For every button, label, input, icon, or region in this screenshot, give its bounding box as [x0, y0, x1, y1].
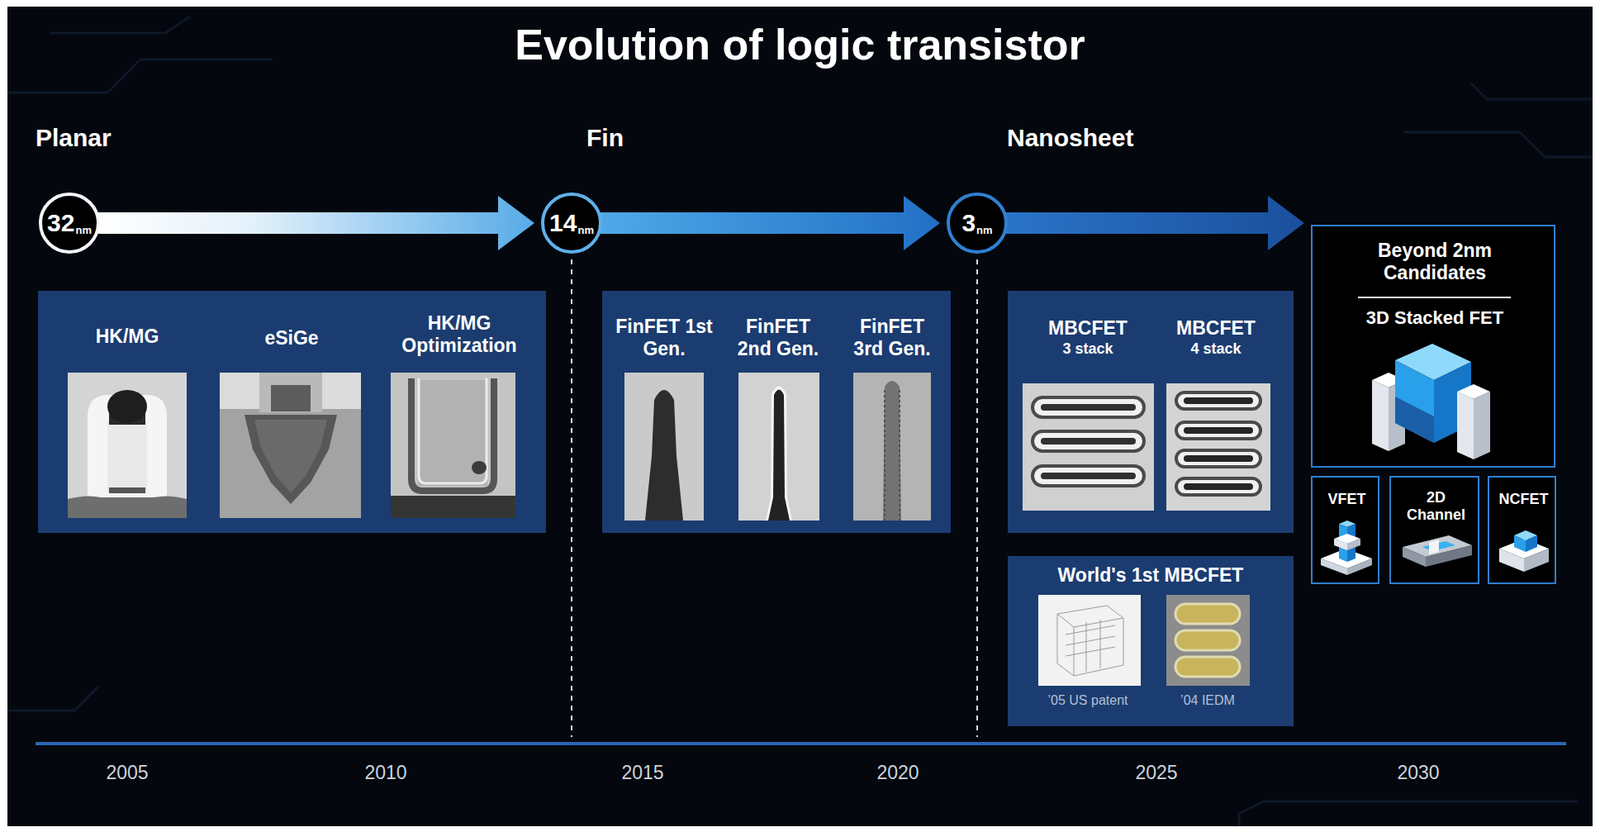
node-text: MBCFET	[1149, 317, 1282, 340]
candidate-box: NCFET	[1487, 475, 1557, 584]
era-label: Nanosheet	[1006, 123, 1134, 152]
year-label: 2030	[1368, 761, 1468, 784]
node-text: FinFET 2nd Gen.	[728, 315, 828, 361]
node-circle: 14nm	[541, 192, 603, 254]
node-unit: nm	[577, 224, 594, 236]
era-panel: HK/MG eSiGe HK/MG Optimization	[37, 290, 546, 533]
node-text: 3 stack	[1021, 340, 1154, 358]
node-text: FinFET 1st Gen.	[614, 315, 714, 361]
candidate-box: 2D Channel	[1389, 475, 1480, 584]
year-label: 2010	[336, 761, 436, 784]
node-text: HK/MG	[65, 325, 190, 348]
year-label: 2020	[848, 761, 948, 784]
timeline-arrow	[1006, 195, 1305, 251]
node-text: 4 stack	[1149, 340, 1282, 358]
node-unit: nm	[75, 224, 92, 236]
slide-title: Evolution of logic transistor	[0, 19, 1600, 70]
node-text: 3D Stacked FET	[1323, 307, 1547, 329]
era-label: Planar	[35, 123, 112, 152]
timeline-arrow	[98, 195, 535, 251]
node-text: Beyond 2nm Candidates	[1335, 239, 1534, 285]
candidate-box: VFET	[1310, 475, 1380, 584]
era-panel: MBCFET3 stackMBCFET4 stack	[1007, 290, 1294, 533]
node-text: FinFET 3rd Gen.	[842, 315, 942, 361]
node-text: MBCFET	[1021, 317, 1154, 340]
year-label: 2025	[1106, 761, 1206, 784]
node-circle: 3nm	[946, 192, 1008, 254]
node-text: NCFET	[1492, 490, 1555, 509]
node-text: eSiGe	[229, 327, 354, 350]
candidate-box: Beyond 2nm Candidates 3D Stacked FET	[1310, 224, 1556, 468]
node-text: 2D Channel	[1398, 489, 1475, 524]
era-label: Fin	[586, 123, 624, 152]
node-number: 32	[47, 210, 75, 236]
node-number: 3	[961, 210, 976, 236]
timeline-arrow	[600, 195, 941, 251]
node-text: ’05 US patent	[1025, 693, 1150, 709]
year-label: 2015	[593, 761, 693, 784]
year-label: 2005	[77, 761, 177, 784]
node-text: VFET	[1315, 490, 1378, 509]
node-text: World's 1st MBCFET	[1014, 564, 1287, 587]
node-circle: 32nm	[38, 192, 100, 254]
history-panel: World's 1st MBCFET ’05 US patent’04 IEDM	[1007, 555, 1294, 727]
era-panel: FinFET 1st Gen. FinFET 2nd Gen. FinFET 3rd…	[602, 290, 951, 533]
node-text: ’04 IEDM	[1149, 693, 1266, 709]
node-number: 14	[549, 210, 577, 236]
node-unit: nm	[976, 224, 993, 236]
node-text: HK/MG Optimization	[393, 312, 526, 357]
